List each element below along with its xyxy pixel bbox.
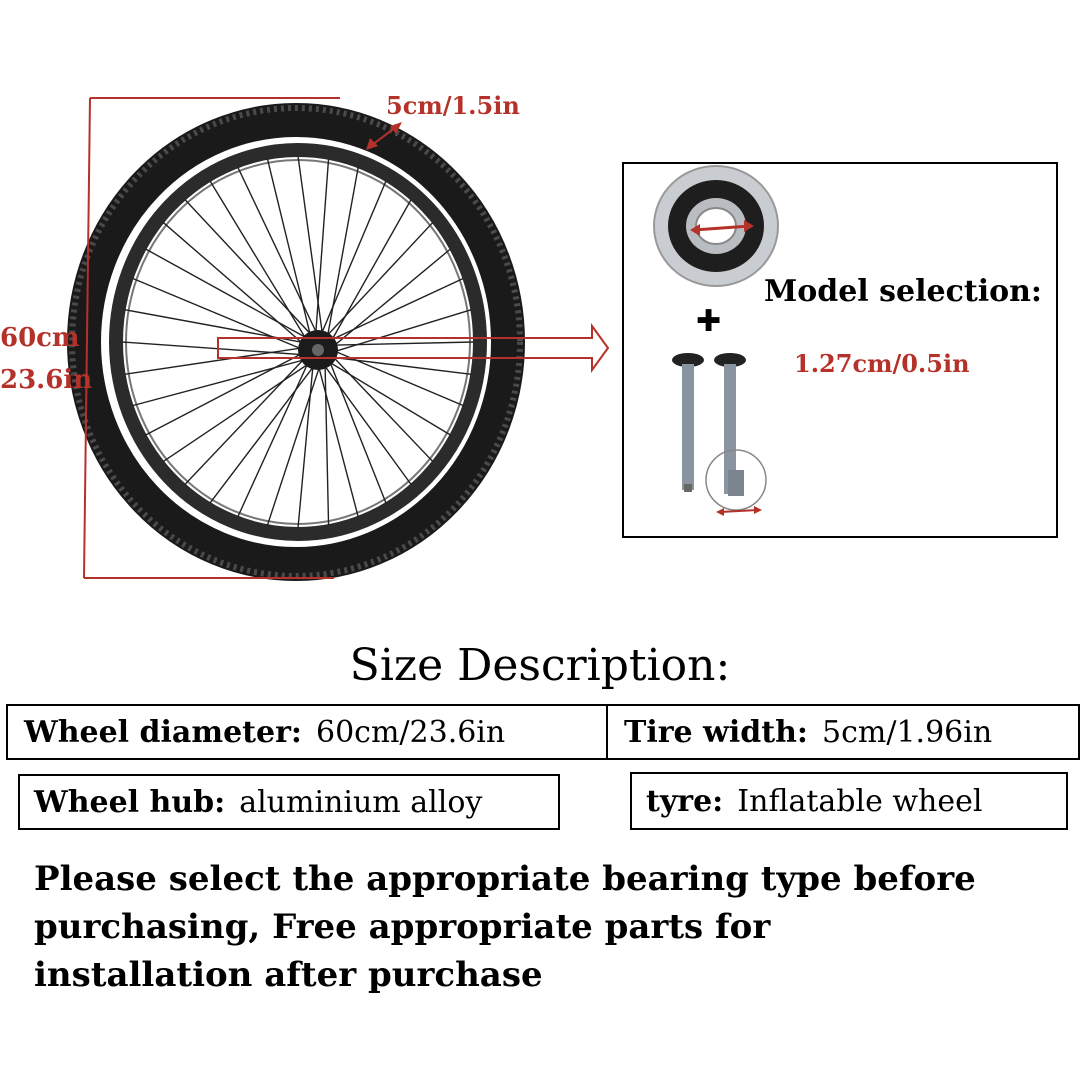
spec-label: Wheel diameter:: [24, 714, 302, 750]
hub-axle: [312, 344, 324, 356]
plus-icon: ✚: [696, 304, 722, 339]
spoke: [324, 362, 330, 526]
parts-illustration: [653, 165, 779, 516]
spoke: [319, 180, 387, 337]
spoke: [297, 155, 324, 337]
spec-value: Inflatable wheel: [737, 783, 983, 819]
note-line-2: purchasing, Free appropriate parts for: [34, 907, 771, 947]
spoke: [132, 358, 308, 407]
spec-wheel-hub: Wheel hub: aluminium alloy: [18, 774, 560, 830]
spokes: [121, 155, 475, 529]
tire-width-arrowhead-b: [390, 122, 402, 134]
shaft-dimension-label: 1.27cm/0.5in: [794, 349, 970, 378]
spoke: [184, 356, 307, 485]
spoke: [297, 363, 314, 529]
spoke: [145, 248, 310, 340]
tire-tread: [69, 105, 523, 579]
spoke: [330, 354, 434, 463]
spec-value: 60cm/23.6in: [315, 714, 506, 750]
spec-tire-width: Tire width: 5cm/1.96in: [606, 704, 1080, 760]
note-line-3: installation after purchase: [34, 955, 543, 995]
spoke: [317, 363, 359, 517]
spoke: [322, 362, 412, 485]
height-line-left: [83, 97, 91, 579]
spoke: [209, 363, 317, 504]
spec-value: aluminium alloy: [239, 784, 483, 820]
axle-shaft-right: [705, 353, 767, 511]
spoke: [124, 346, 305, 375]
spec-label: tyre:: [646, 783, 724, 819]
spoke: [324, 221, 434, 339]
spoke: [326, 167, 359, 340]
spoke: [266, 363, 322, 526]
spoke: [184, 199, 314, 338]
axle-shaft-left: [672, 353, 704, 492]
spoke: [331, 349, 464, 407]
spoke: [326, 360, 451, 436]
spoke: [329, 199, 412, 344]
spoke: [328, 358, 387, 504]
model-selection-title: Model selection:: [764, 274, 1042, 309]
diameter-in-label: 23.6in: [0, 365, 93, 395]
spec-label: Wheel hub:: [34, 784, 226, 820]
spoke: [331, 248, 451, 349]
wheel-illustration: [67, 97, 610, 581]
purchase-note: Please select the appropriate bearing ty…: [34, 855, 1034, 999]
size-description-title: Size Description:: [349, 640, 731, 691]
diameter-cm-label: 60cm: [0, 323, 80, 353]
bearing-icon: [653, 165, 779, 287]
note-line-1: Please select the appropriate bearing ty…: [34, 859, 976, 899]
spoke: [314, 158, 330, 337]
spec-wheel-diameter: Wheel diameter: 60cm/23.6in: [6, 704, 608, 760]
rim: [109, 143, 487, 541]
spoke: [266, 158, 312, 339]
parts-panel: ✚ Model selection: 1.27cm/0.5in: [622, 162, 1058, 538]
spoke: [121, 341, 305, 356]
shaft-width-arrow: [719, 509, 759, 513]
spoke: [331, 341, 475, 346]
tire: [67, 103, 525, 581]
spoke: [330, 356, 472, 375]
pointer-arrow: [217, 322, 610, 374]
spoke: [331, 309, 472, 354]
spoke: [237, 166, 319, 337]
tire-width-label: 5cm/1.5in: [386, 91, 520, 120]
spoke: [162, 221, 306, 346]
spec-label: Tire width:: [624, 714, 808, 750]
spec-tyre: tyre: Inflatable wheel: [630, 772, 1068, 830]
spoke: [237, 360, 310, 518]
spoke: [162, 361, 312, 463]
tire-width-arrowhead-a: [366, 138, 378, 150]
spoke: [328, 277, 464, 342]
spec-value: 5cm/1.96in: [822, 714, 993, 750]
spoke: [209, 180, 308, 342]
